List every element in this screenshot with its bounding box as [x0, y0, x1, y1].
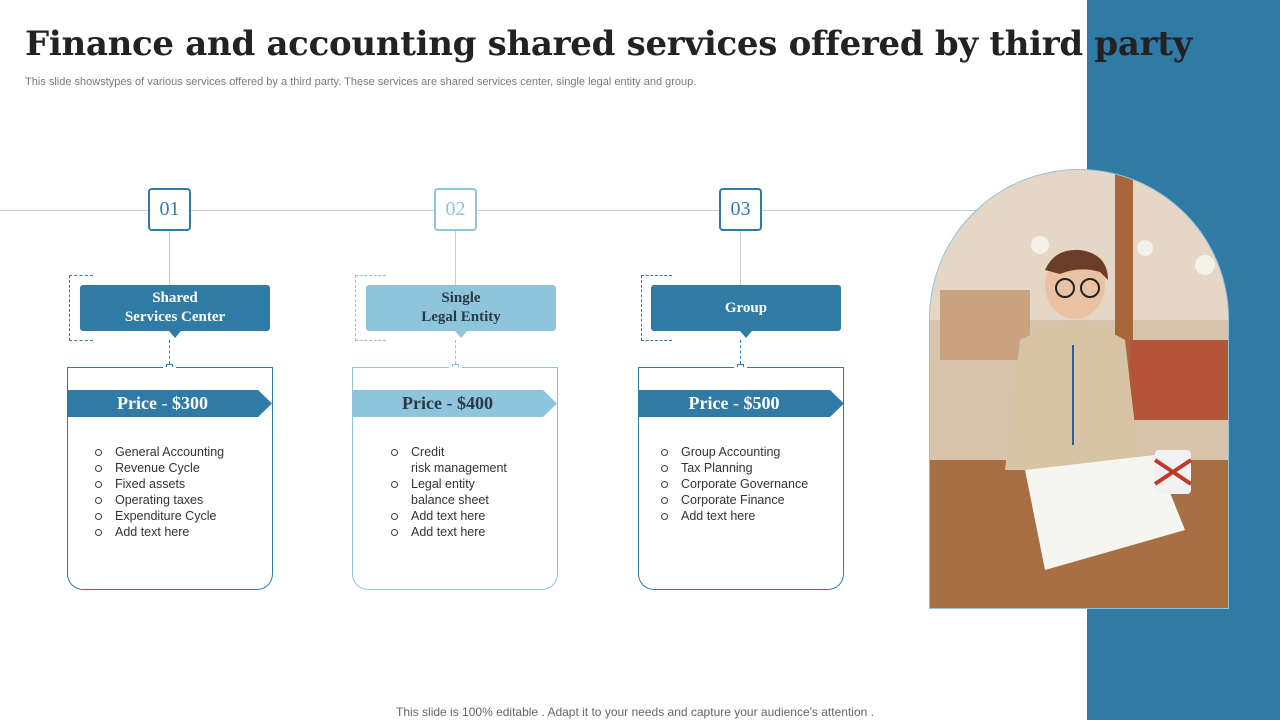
dashed-connector — [169, 340, 170, 364]
card-top-border — [352, 367, 449, 368]
card-top-border — [638, 367, 734, 368]
service-heading-group: Group — [651, 285, 841, 338]
card-top-border — [176, 367, 273, 368]
slide-subtitle: This slide showstypes of various service… — [25, 76, 697, 88]
feature-list-03: Group Accounting Tax Planning Corporate … — [661, 444, 808, 524]
price-tag-300: Price - $300 — [67, 390, 272, 417]
list-item: Fixed assets — [95, 476, 224, 492]
list-item: Group Accounting — [661, 444, 808, 460]
list-item: Add text here — [95, 524, 224, 540]
dashed-bracket — [641, 275, 672, 341]
list-item: Tax Planning — [661, 460, 808, 476]
timeline-line — [0, 210, 985, 211]
card-top-border — [67, 367, 163, 368]
price-tag-400: Price - $400 — [352, 390, 557, 417]
card-top-border — [747, 367, 844, 368]
step-connector — [740, 231, 741, 285]
list-item: Operating taxes — [95, 492, 224, 508]
feature-list-02: Credit risk management Legal entity bala… — [391, 444, 507, 540]
service-heading-shared-services-center: Shared Services Center — [80, 285, 270, 338]
list-item: General Accounting — [95, 444, 224, 460]
list-item: Corporate Governance — [661, 476, 808, 492]
dashed-connector — [455, 340, 456, 364]
step-connector — [455, 231, 456, 285]
step-number-01: 01 — [148, 188, 191, 231]
footer-note: This slide is 100% editable . Adapt it t… — [396, 705, 874, 719]
step-number-02: 02 — [434, 188, 477, 231]
list-item: Revenue Cycle — [95, 460, 224, 476]
service-heading-single-legal-entity: Single Legal Entity — [366, 285, 556, 338]
dashed-bracket — [69, 275, 93, 341]
slide-title: Finance and accounting shared services o… — [25, 24, 1193, 64]
photo-illustration — [930, 170, 1228, 608]
price-tag-500: Price - $500 — [638, 390, 844, 417]
list-item: Legal entity balance sheet — [391, 476, 507, 508]
card-top-border — [462, 367, 558, 368]
feature-list-01: General Accounting Revenue Cycle Fixed a… — [95, 444, 224, 540]
list-item: Corporate Finance — [661, 492, 808, 508]
list-item: Credit risk management — [391, 444, 507, 476]
step-connector — [169, 231, 170, 285]
list-item: Add text here — [391, 524, 507, 540]
list-item: Add text here — [391, 508, 507, 524]
list-item: Add text here — [661, 508, 808, 524]
list-item: Expenditure Cycle — [95, 508, 224, 524]
step-number-03: 03 — [719, 188, 762, 231]
dashed-bracket — [355, 275, 386, 341]
woman-reading-photo — [929, 169, 1229, 609]
dashed-connector — [740, 340, 741, 364]
